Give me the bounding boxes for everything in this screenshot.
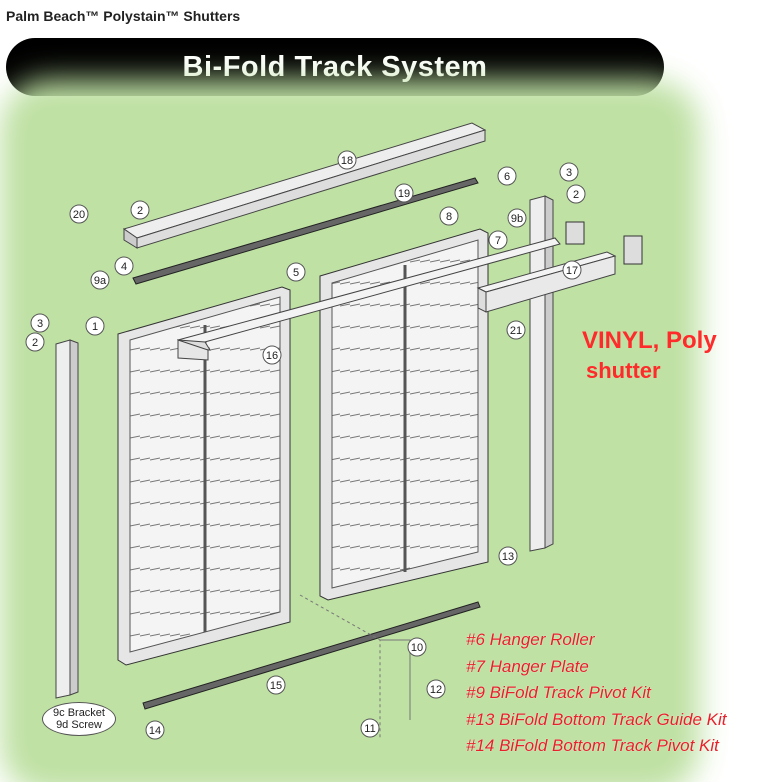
callout-label: 17 — [566, 265, 578, 277]
parts-legend: #6 Hanger Roller #7 Hanger Plate #9 BiFo… — [466, 627, 726, 760]
callout-label: 5 — [293, 267, 299, 279]
callout-label: 8 — [446, 211, 452, 223]
callout-3: 3 — [30, 313, 50, 333]
legend-item: #7 Hanger Plate — [466, 656, 589, 676]
callout-3: 3 — [559, 162, 579, 182]
right-shutter-panel — [319, 228, 489, 601]
callout-16: 16 — [262, 345, 282, 365]
callout-label: 19 — [398, 188, 410, 200]
material-note-line1: VINYL, Poly — [582, 327, 717, 354]
callout-9b: 9b — [507, 208, 527, 228]
callout-14: 14 — [145, 720, 165, 740]
callout-label: 9b — [511, 213, 523, 225]
callout-label: 12 — [430, 684, 442, 696]
callout-label: 18 — [341, 155, 353, 167]
callout-12: 12 — [426, 679, 446, 699]
callout-label: 16 — [266, 350, 278, 362]
callout-label: 20 — [73, 209, 85, 221]
legend-item: #13 BiFold Bottom Track Guide Kit — [466, 709, 727, 729]
page-title: Bi-Fold Track System — [182, 50, 488, 83]
bracket-17 — [565, 221, 643, 265]
title-banner: Bi-Fold Track System — [6, 38, 664, 96]
callout-label: 7 — [495, 235, 501, 247]
callout-1: 1 — [85, 316, 105, 336]
callout-20: 20 — [69, 204, 89, 224]
callout-4: 4 — [114, 256, 134, 276]
callout-8: 8 — [439, 206, 459, 226]
callout-label: 15 — [270, 680, 282, 692]
track-rail-4 — [132, 177, 479, 285]
callout-11: 11 — [360, 718, 380, 738]
callout-label: 2 — [32, 337, 38, 349]
material-note-line2: shutter — [586, 358, 661, 383]
bottom-track-15 — [142, 601, 481, 710]
callout-label: 10 — [411, 642, 423, 654]
legend-item: #9 BiFold Track Pivot Kit — [466, 683, 651, 702]
callout-21: 21 — [506, 320, 526, 340]
callout-17: 17 — [562, 260, 582, 280]
bracket-note-line1: 9c Bracket — [53, 707, 105, 719]
legend-item: #14 BiFold Bottom Track Pivot Kit — [466, 736, 719, 755]
callout-2: 2 — [25, 332, 45, 352]
callout-5: 5 — [286, 262, 306, 282]
callout-label: 21 — [510, 325, 522, 337]
callout-label: 9a — [94, 275, 107, 287]
left-post — [55, 339, 79, 699]
left-shutter-panel — [117, 286, 291, 666]
legend-item: #6 Hanger Roller — [466, 630, 595, 649]
valance-16 — [177, 237, 561, 361]
valance-21 — [476, 251, 617, 313]
callout-15: 15 — [266, 675, 286, 695]
callout-label: 3 — [566, 167, 572, 179]
callout-label: 1 — [92, 321, 98, 333]
callout-label: 2 — [573, 189, 579, 201]
callout-13: 13 — [498, 546, 518, 566]
callout-18: 18 — [337, 150, 357, 170]
callout-label: 14 — [149, 725, 161, 737]
callout-19: 19 — [394, 183, 414, 203]
callout-10: 10 — [407, 637, 427, 657]
bracket-note: 9c Bracket 9d Screw — [42, 702, 116, 736]
brand-title: Palm Beach™ Polystain™ Shutters — [6, 8, 241, 24]
material-note: VINYL, Poly shutter — [582, 326, 717, 386]
callout-6: 6 — [497, 166, 517, 186]
callout-2: 2 — [566, 184, 586, 204]
callout-7: 7 — [488, 230, 508, 250]
callout-label: 11 — [364, 723, 375, 735]
callout-label: 6 — [504, 171, 510, 183]
callout-label: 4 — [121, 261, 127, 273]
top-track-rail — [122, 122, 487, 249]
callout-label: 13 — [502, 551, 514, 563]
callout-2: 2 — [130, 200, 150, 220]
bracket-note-line2: 9d Screw — [56, 719, 102, 731]
callout-label: 3 — [37, 318, 43, 330]
callout-9a: 9a — [90, 270, 110, 290]
callout-label: 2 — [137, 205, 143, 217]
